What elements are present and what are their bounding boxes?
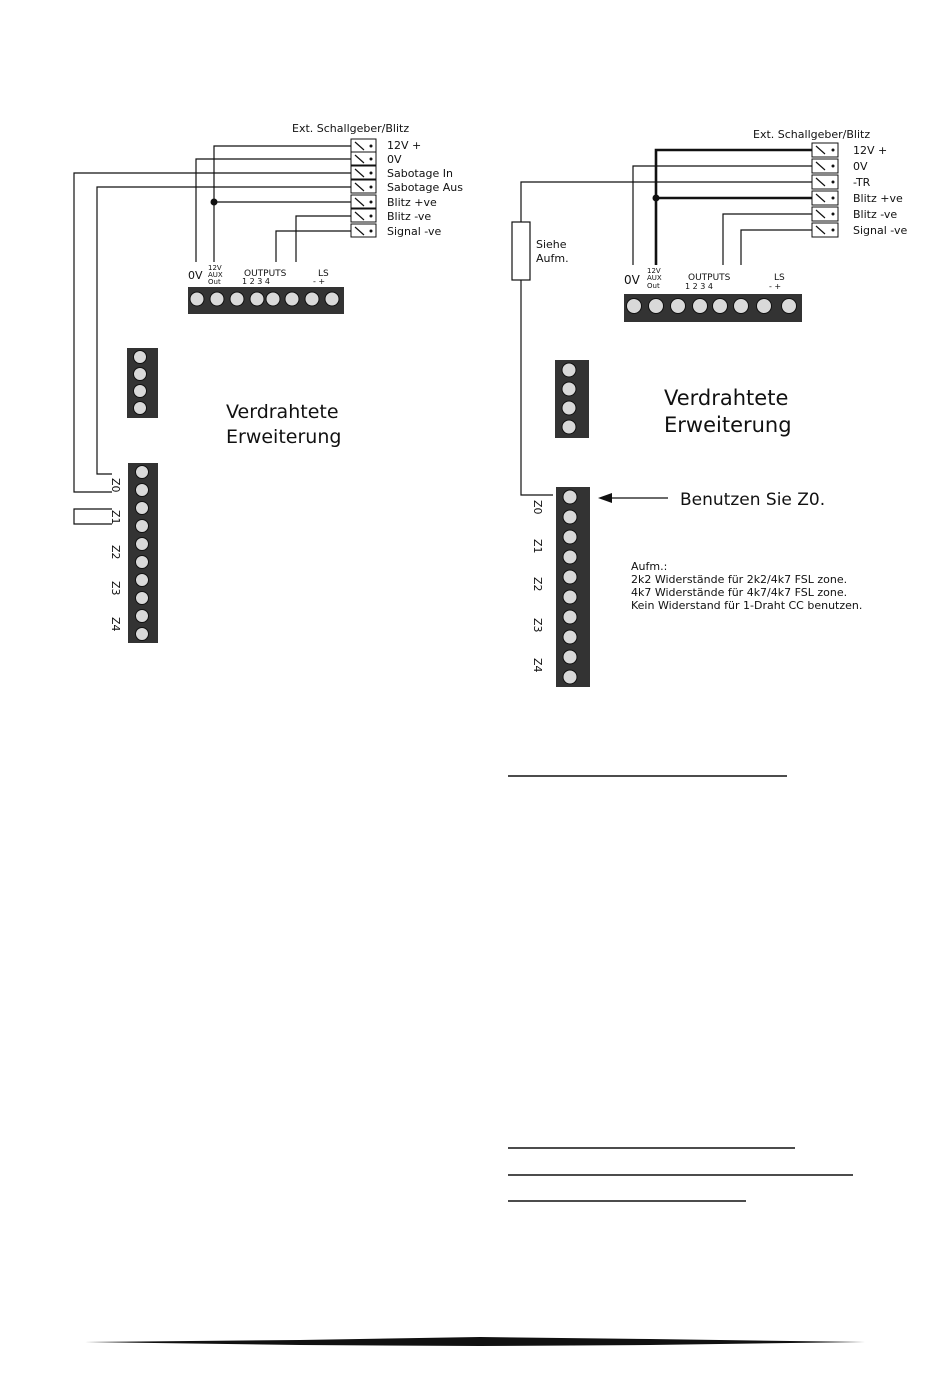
- left-zone-terminal-block: [128, 463, 158, 643]
- right-term-blitz-plus: Blitz +ve: [853, 192, 903, 205]
- left-small-terminal-block: [127, 348, 158, 418]
- left-zone-labels: Z0 Z1 Z2 Z3 Z4: [109, 478, 122, 632]
- right-small-terminal-block: [555, 360, 589, 438]
- right-label-0v: 0V: [624, 273, 641, 287]
- left-term-sabotage-aus: Sabotage Aus: [387, 181, 463, 194]
- arrow-icon: [598, 493, 668, 503]
- right-diagram: Ext. Schallgeber/Blitz 12V + 0V -TR Blit…: [511, 128, 907, 687]
- right-zone-labels: Z0 Z1 Z2 Z3 Z4: [531, 500, 544, 673]
- right-wires: [520, 148, 812, 496]
- right-siren-title: Ext. Schallgeber/Blitz: [753, 128, 870, 141]
- left-zone-z4: Z4: [109, 617, 122, 632]
- left-siren-terminal-strip: [350, 138, 377, 238]
- right-zone-z1: Z1: [531, 539, 544, 554]
- arrow-label: Benutzen Sie Z0.: [680, 490, 825, 510]
- left-wires: [73, 145, 351, 525]
- left-siren-title: Ext. Schallgeber/Blitz: [292, 122, 409, 135]
- left-label-outputs-nums: 1 2 3 4: [242, 277, 270, 286]
- right-label-aux: AUX: [647, 274, 662, 282]
- left-label-aux: AUX: [208, 271, 223, 279]
- left-zone-z0: Z0: [109, 478, 122, 493]
- right-label-aux-12v: 12V: [647, 267, 661, 275]
- note-line-2: 4k7 Widerstände für 4k7/4k7 FSL zone.: [631, 586, 847, 599]
- right-zone-terminal-block: [556, 487, 590, 687]
- right-term-0v: 0V: [853, 160, 868, 173]
- right-label-ls-signs: - +: [769, 282, 781, 291]
- left-label-ls-signs: - +: [313, 277, 325, 286]
- left-expansion-line2: Erweiterung: [226, 426, 341, 448]
- left-term-sabotage-in: Sabotage In: [387, 167, 453, 180]
- left-label-0v: 0V: [188, 269, 203, 282]
- left-zone-z2: Z2: [109, 545, 122, 560]
- right-main-terminal-block: [624, 294, 802, 322]
- left-term-0v: 0V: [387, 153, 402, 166]
- resistor-label-line2: Aufm.: [536, 252, 569, 265]
- left-term-blitz-minus: Blitz -ve: [387, 210, 431, 223]
- resistor: [511, 221, 531, 281]
- note-line-0: Aufm.:: [631, 560, 667, 573]
- right-zone-z2: Z2: [531, 577, 544, 592]
- left-zone-z1: Z1: [109, 510, 122, 525]
- left-diagram: Ext. Schallgeber/Blitz 12V + 0V Sabotage…: [73, 122, 463, 643]
- right-label-outputs-nums: 1 2 3 4: [685, 282, 713, 291]
- note-block: Aufm.: 2k2 Widerstände für 2k2/4k7 FSL z…: [631, 560, 862, 612]
- left-label-outputs: OUTPUTS: [244, 269, 287, 279]
- note-line-1: 2k2 Widerstände für 2k2/4k7 FSL zone.: [631, 573, 847, 586]
- note-line-3: Kein Widerstand für 1-Draht CC benutzen.: [631, 599, 862, 612]
- right-label-outputs: OUTPUTS: [688, 273, 731, 283]
- left-expansion-line1: Verdrahtete: [226, 401, 339, 423]
- right-zone-z0: Z0: [531, 500, 544, 515]
- left-main-terminal-block: [188, 287, 344, 314]
- left-term-12v: 12V +: [387, 139, 421, 152]
- text-rules: [508, 775, 853, 1202]
- left-label-ls: LS: [318, 269, 329, 279]
- right-expansion-line1: Verdrahtete: [664, 386, 788, 410]
- left-term-blitz-plus: Blitz +ve: [387, 196, 437, 209]
- right-label-ls: LS: [774, 273, 785, 283]
- resistor-label-line1: Siehe: [536, 238, 567, 251]
- right-term-signal: Signal -ve: [853, 224, 907, 237]
- right-zone-z3: Z3: [531, 618, 544, 633]
- right-expansion-line2: Erweiterung: [664, 413, 792, 437]
- left-label-aux-out: Out: [208, 278, 221, 286]
- right-zone-z4: Z4: [531, 658, 544, 673]
- right-term-12v: 12V +: [853, 144, 887, 157]
- left-term-signal: Signal -ve: [387, 225, 441, 238]
- left-label-aux-12v: 12V: [208, 264, 222, 272]
- left-zone-z3: Z3: [109, 581, 122, 596]
- right-term-tr: -TR: [853, 176, 871, 189]
- right-term-blitz-minus: Blitz -ve: [853, 208, 897, 221]
- right-label-aux-out: Out: [647, 282, 660, 290]
- right-siren-terminal-strip: [811, 142, 839, 238]
- footer-rule: [85, 1337, 865, 1346]
